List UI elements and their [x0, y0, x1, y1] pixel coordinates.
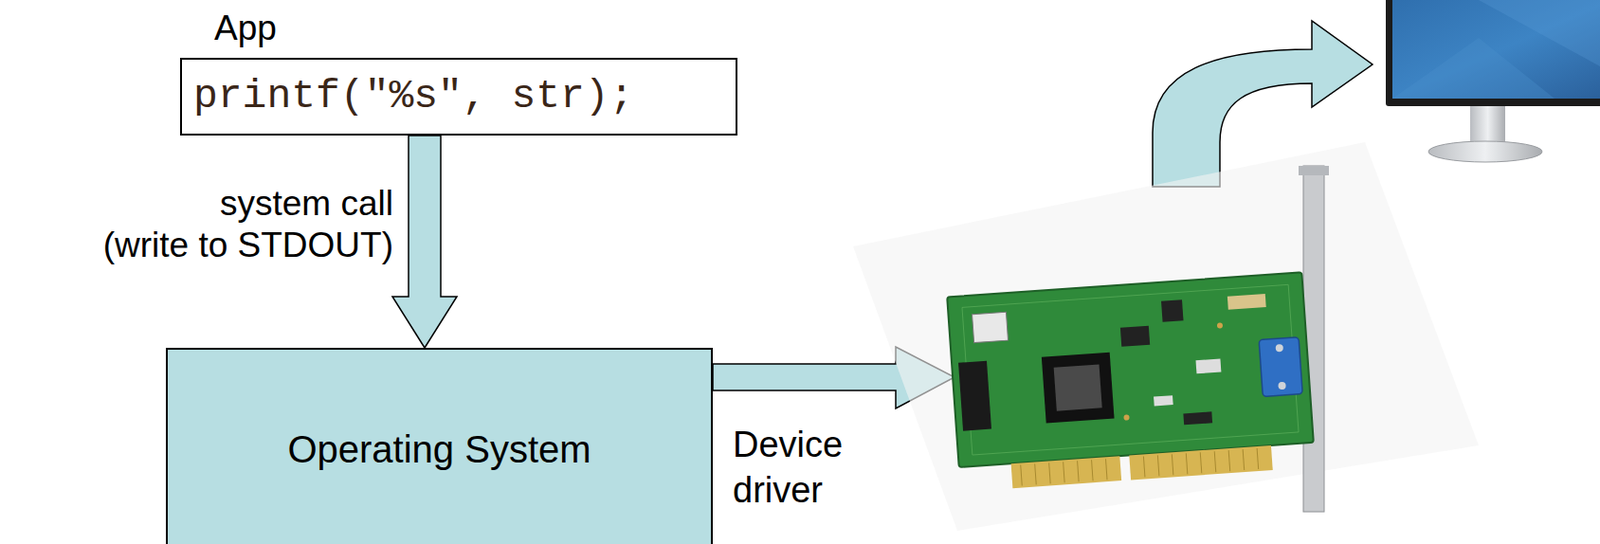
note-label: Device driver: [732, 422, 852, 513]
code-box: Appprintf("%s", str);: [180, 57, 738, 136]
app-heading: App: [214, 8, 277, 50]
edge-label: system call (write to STDOUT): [96, 182, 394, 268]
graphics-card: [853, 142, 1479, 531]
monitor-icon: [1385, 0, 1600, 163]
code-text: printf("%s", str);: [193, 72, 725, 122]
block-arrow: [392, 135, 457, 348]
process-box: Operating System: [165, 347, 713, 544]
box-label: Operating System: [167, 427, 711, 472]
